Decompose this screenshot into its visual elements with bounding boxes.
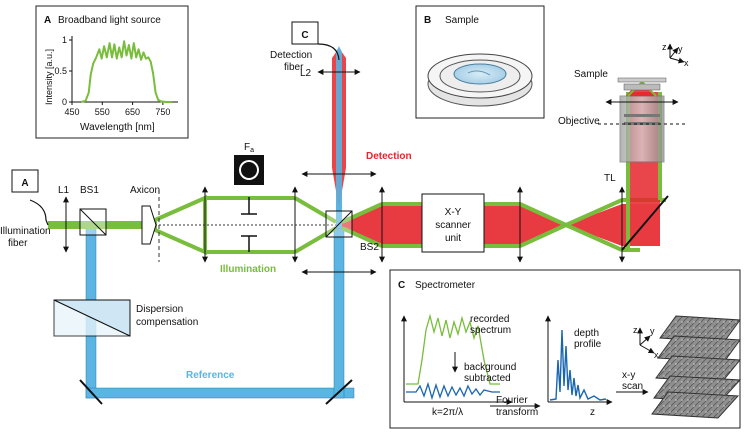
depth-label-1: depth xyxy=(574,328,599,339)
bs1-beamsplitter xyxy=(79,208,107,236)
axis-x: x xyxy=(684,58,689,68)
sample-label: Sample xyxy=(574,69,608,80)
depth-label-2: profile xyxy=(574,339,602,350)
recorded-spectrum-plot: recorded spectrum background subtracted … xyxy=(401,313,516,418)
c-axis-z: z xyxy=(633,325,638,335)
l1-label: L1 xyxy=(58,185,70,196)
dispersion-label-1: Dispersion xyxy=(136,304,183,315)
scanner-label-2: scanner xyxy=(435,220,471,231)
panel-b-letter: B xyxy=(424,15,431,26)
enface-image-stack xyxy=(651,315,742,419)
scan-label-2: scan xyxy=(622,381,643,392)
recorded-label-2: spectrum xyxy=(470,325,511,336)
spectrum-x-tick-label: 550 xyxy=(95,107,110,117)
bs2-label: BS2 xyxy=(360,242,379,253)
box-a-label: A xyxy=(21,178,28,189)
petri-dish-icon xyxy=(427,53,533,107)
fa-label: Fa xyxy=(244,142,254,154)
panel-b-title: Sample xyxy=(445,15,479,26)
reference-fold-mirror xyxy=(79,379,103,405)
background-label-2: subtracted xyxy=(464,373,511,384)
c-axis-x: x xyxy=(654,350,659,360)
recorded-spectrum-line xyxy=(406,313,500,385)
box-a xyxy=(11,169,39,193)
panel-a-letter: A xyxy=(44,15,51,26)
reference-label: Reference xyxy=(186,370,235,381)
illumination-label: Illumination xyxy=(220,264,276,275)
spectrum-x-tick-label: 450 xyxy=(64,107,79,117)
spectrum-series-line xyxy=(80,40,172,103)
bs2-beamsplitter xyxy=(325,210,353,238)
scanner-label-1: X-Y xyxy=(445,207,462,218)
xy-scanner-unit: X-Y scanner unit xyxy=(421,193,485,253)
background-label-1: background xyxy=(464,362,516,373)
detection-fiber-label-1: Detection xyxy=(270,50,312,61)
bs1-label: BS1 xyxy=(80,185,99,196)
axicon-label: Axicon xyxy=(130,185,160,196)
panel-a-ylabel: Intensity [a.u.] xyxy=(44,49,54,105)
illumination-fiber-cable xyxy=(29,199,49,226)
axis-z: z xyxy=(662,42,667,52)
objective-label: Objective xyxy=(558,116,600,127)
scan-label-1: x-y xyxy=(622,370,635,381)
objective-icon xyxy=(598,79,688,163)
panel-a-border xyxy=(35,5,189,139)
background-subtracted-line xyxy=(406,381,500,401)
illumination-fiber-label-2: fiber xyxy=(8,238,28,249)
scanner-label-3: unit xyxy=(445,233,461,244)
depth-profile-line xyxy=(549,329,607,401)
recorded-label-1: recorded xyxy=(470,314,509,325)
sample-xyz-axes-icon: z y x xyxy=(662,42,689,68)
detection-fiber-label-2: fiber xyxy=(284,62,304,73)
spectrum-y-tick-label: 0 xyxy=(62,97,67,107)
xyz-axes-icon: z y x xyxy=(633,325,659,360)
fold-mirror xyxy=(621,195,669,251)
spectrum-x-tick-label: 650 xyxy=(125,107,140,117)
tl-label: TL xyxy=(604,173,616,184)
spectrum-y-tick-label: 1 xyxy=(62,35,67,45)
dispersion-label-2: compensation xyxy=(136,317,198,328)
z-axis-label: z xyxy=(590,407,595,418)
box-c xyxy=(291,21,319,45)
fourier-label-2: transform xyxy=(496,407,538,418)
box-c-label: C xyxy=(301,30,308,41)
spectrum-y-tick-label: 0.5 xyxy=(54,66,67,76)
spectrum-chart: 0 0.5 1 450 550 650 750 xyxy=(54,35,178,117)
sample-slide xyxy=(617,77,667,91)
panel-c-letter: C xyxy=(398,280,405,291)
panel-c: C Spectrometer recorded spectrum backgro… xyxy=(389,269,742,429)
k-axis-label: k=2π/λ xyxy=(432,407,463,418)
detection-label: Detection xyxy=(366,151,412,162)
panel-a-title: Broadband light source xyxy=(58,15,161,26)
depth-profile-plot: depth profile z xyxy=(545,315,613,418)
detection-fiber-cable xyxy=(317,43,340,61)
aperture-fa-icon xyxy=(234,155,264,252)
spectrum-x-tick-label: 750 xyxy=(155,107,170,117)
reference-mirror xyxy=(325,379,353,405)
panel-a: A Broadband light source Intensity [a.u.… xyxy=(35,5,189,139)
c-axis-y: y xyxy=(650,326,655,336)
panel-b: B Sample xyxy=(415,5,545,119)
illumination-fiber-label-1: Illumination xyxy=(0,226,51,237)
panel-c-title: Spectrometer xyxy=(415,280,476,291)
axis-y: y xyxy=(678,44,683,54)
axicon-icon xyxy=(141,205,157,245)
optical-setup: z y x Sample Objective xyxy=(0,21,689,405)
panel-a-xlabel: Wavelength [nm] xyxy=(80,122,155,133)
l2-label: L2 xyxy=(300,68,312,79)
fourier-label-1: Fourier xyxy=(496,395,528,406)
